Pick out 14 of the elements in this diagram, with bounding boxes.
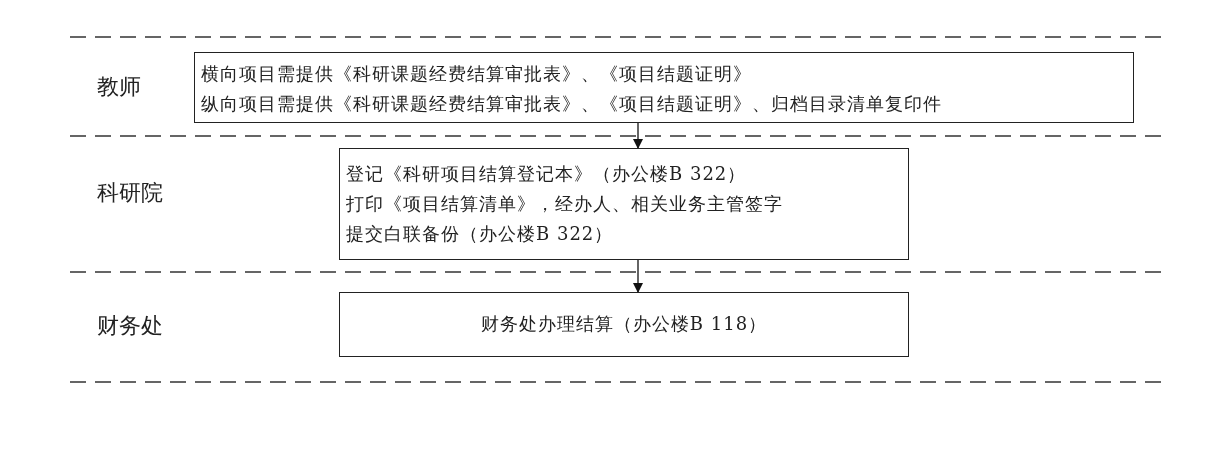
process-box	[339, 148, 909, 260]
box-text: 财务处办理结算（办公楼B 118）	[479, 312, 769, 336]
process-box	[339, 292, 909, 357]
arrow	[633, 259, 643, 293]
lane-label: 财务处	[97, 312, 163, 340]
box-text: 打印《项目结算清单》，经办人、相关业务主管签字	[346, 192, 784, 216]
lane-label: 科研院	[97, 179, 163, 207]
box-text: 提交白联备份（办公楼B 322）	[346, 222, 615, 246]
box-text: 登记《科研项目结算登记本》（办公楼B 322）	[346, 162, 748, 186]
lane-label: 教师	[97, 73, 141, 101]
process-box	[194, 52, 1134, 123]
box-text: 横向项目需提供《科研课题经费结算审批表》、《项目结题证明》	[201, 62, 753, 86]
arrow	[633, 122, 643, 149]
box-text: 纵向项目需提供《科研课题经费结算审批表》、《项目结题证明》、归档目录清单复印件	[201, 92, 943, 116]
